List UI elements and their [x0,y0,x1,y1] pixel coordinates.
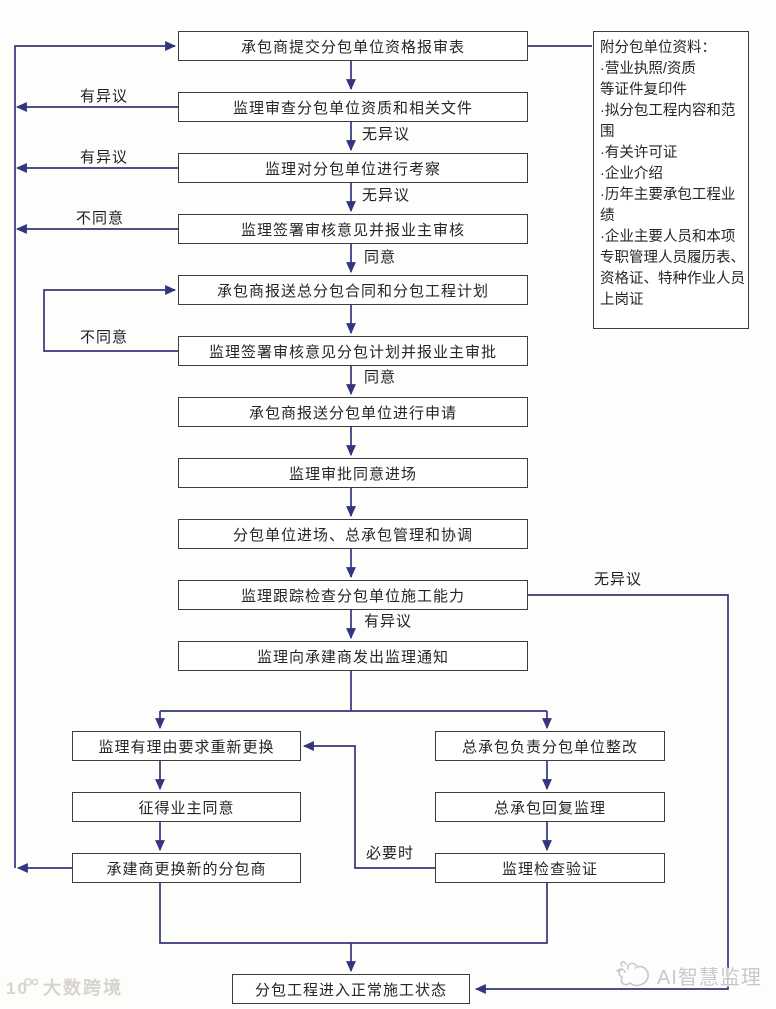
node-submit-contract-plan: 承包商报送总分包合同和分包工程计划 [178,275,528,305]
side-panel-subcontractor-documents: 附分包单位资料： ·营业执照/资质 等证件复印件 ·拟分包工程内容和范 围 ·有… [593,31,749,329]
side-panel-line: ·历年主要承包工程业 [600,187,736,203]
side-panel-line: ·企业介绍 [600,166,663,182]
side-panel-line: 资格证、特种作业人员 [600,271,745,287]
edge-label-inspect-objection: 有异议 [80,149,129,166]
node-entry-management: 分包单位进场、总承包管理和协调 [178,519,528,549]
node-verify: 监理检查验证 [435,853,665,883]
side-panel-line: 围 [600,124,615,140]
edge-label-review-objection: 有异议 [80,88,129,105]
edge-return-to-start [14,41,177,868]
side-panel-title: 附分包单位资料： [600,40,716,56]
edge-when-necessary-loop [302,741,435,869]
dashukuajing-logo-icon: 10 [6,977,38,998]
node-sign-opinion-owner-approve: 监理签署审核意见分包计划并报业主审批 [178,336,528,366]
node-owner-consent: 征得业主同意 [72,792,301,822]
node-submit-qualification-form: 承包商提交分包单位资格报审表 [178,31,528,61]
watermark-ai-supervision: AI智慧监理 [614,959,762,991]
node-issue-notice: 监理向承建商发出监理通知 [178,641,528,671]
edge-label-owner-agree: 同意 [364,249,397,266]
edge-plan-disagree-loop [43,285,178,352]
node-inspect-subcontractor: 监理对分包单位进行考察 [178,153,528,183]
node-replace-subcontractor: 承建商更换新的分包商 [72,853,301,883]
watermark-left-text: 大数跨境 [43,978,123,998]
svg-text:10: 10 [6,979,29,998]
edge-no-objection-bypass [474,594,729,994]
node-approve-entry: 监理审批同意进场 [178,458,528,488]
watermark-dashukuajing: 10 大数跨境 [6,974,123,1000]
bird-logo-icon [616,961,649,987]
side-panel-line: 绩 [600,208,615,224]
edge-label-inspect-no-objection: 无异议 [362,187,411,204]
node-review-credentials: 监理审查分包单位资质和相关文件 [178,92,528,122]
node-submit-application: 承包商报送分包单位进行申请 [178,397,528,427]
node-normal-construction: 分包工程进入正常施工状态 [232,974,470,1004]
edge-label-review-no-objection: 无异议 [362,126,411,143]
edge-label-track-no-objection: 无异议 [594,571,643,588]
edge-convergence [159,883,548,944]
node-reply-supervisor: 总承包回复监理 [435,792,665,822]
side-panel-line: 上岗证 [600,292,644,308]
side-panel-line: ·营业执照/资质 [600,61,696,77]
edge-label-when-necessary: 必要时 [366,845,415,862]
edge-label-plan-disagree: 不同意 [80,329,129,346]
side-panel-line: 专职管理人员履历表、 [600,250,745,266]
side-panel-line: ·企业主要人员和本项 [600,229,736,245]
node-rectification: 总承包负责分包单位整改 [435,731,665,761]
side-panel-line: 等证件复印件 [600,82,687,98]
side-panel-line: ·有关许可证 [600,145,678,161]
edge-label-plan-agree: 同意 [364,369,397,386]
edge-label-owner-disagree: 不同意 [76,210,125,227]
node-track-inspection: 监理跟踪检查分包单位施工能力 [178,580,528,610]
edge-split [160,671,547,712]
node-request-replacement: 监理有理由要求重新更换 [72,731,301,761]
watermark-right-text: AI智慧监理 [657,966,762,989]
node-sign-opinion-owner-review: 监理签署审核意见并报业主审核 [178,214,528,244]
edge-label-track-objection: 有异议 [364,613,413,630]
side-panel-line: ·拟分包工程内容和范 [600,103,736,119]
